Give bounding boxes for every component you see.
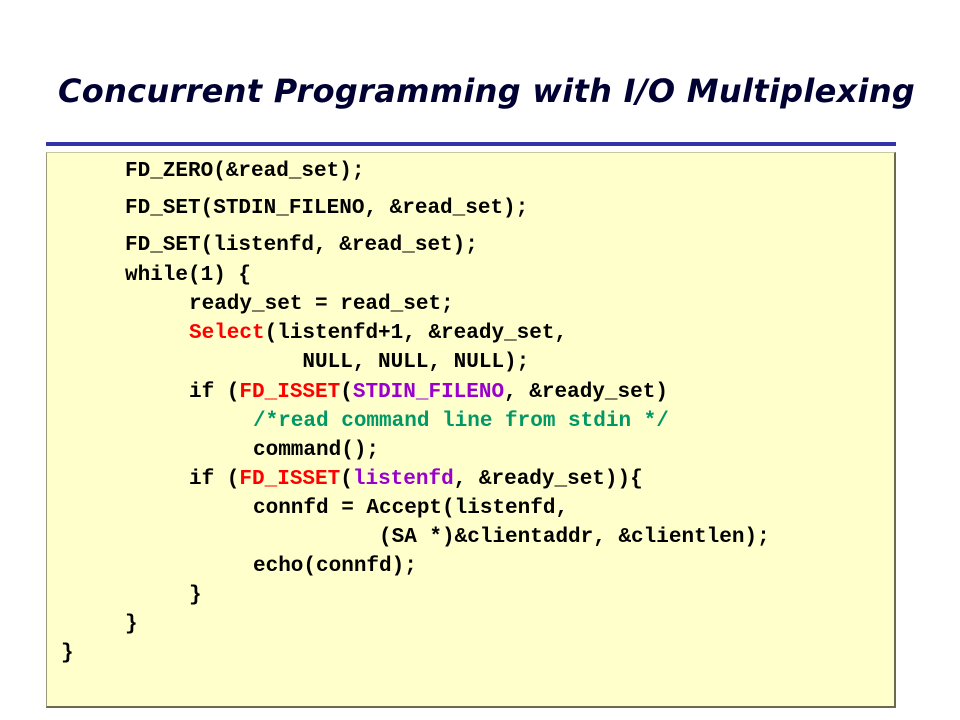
code-token: Select	[189, 322, 265, 345]
code-token: echo(connfd);	[253, 555, 417, 578]
code-token: FD_ISSET	[239, 381, 341, 404]
code-token: if (	[189, 381, 240, 404]
slide-title: Concurrent Programming with I/O Multiple…	[58, 72, 916, 110]
code-line: connfd = Accept(listenfd,	[253, 494, 568, 524]
code-token: FD_SET(listenfd, &read_set);	[125, 234, 478, 257]
code-line: ready_set = read_set;	[189, 290, 454, 320]
code-line: echo(connfd);	[253, 552, 417, 582]
code-token: /*read command line from stdin */	[253, 410, 669, 433]
code-line: }	[61, 639, 74, 669]
code-line: }	[189, 581, 202, 611]
code-token: FD_ISSET	[239, 468, 341, 491]
code-token: STDIN_FILENO	[352, 381, 505, 404]
code-token: while(1) {	[125, 264, 252, 287]
code-token: command();	[253, 439, 380, 462]
code-line: FD_ZERO(&read_set);	[125, 157, 364, 187]
code-line: FD_SET(STDIN_FILENO, &read_set);	[125, 194, 528, 224]
code-line: FD_SET(listenfd, &read_set);	[125, 231, 478, 261]
code-token: }	[61, 642, 74, 665]
code-line: if (FD_ISSET(STDIN_FILENO, &ready_set)	[189, 378, 668, 408]
code-panel: FD_ZERO(&read_set); FD_SET(STDIN_FILENO, …	[46, 152, 896, 708]
code-line: if (FD_ISSET(listenfd, &ready_set)){	[189, 465, 643, 495]
code-token: (	[340, 468, 353, 491]
code-line: }	[125, 610, 138, 640]
code-token: NULL, NULL, NULL);	[189, 351, 530, 374]
code-line: (SA *)&clientaddr, &clientlen);	[253, 523, 770, 553]
code-token: (SA *)&clientaddr, &clientlen);	[253, 526, 770, 549]
code-line: NULL, NULL, NULL);	[189, 348, 529, 378]
title-rule	[46, 142, 896, 146]
code-token: listenfd	[352, 468, 454, 491]
code-token: FD_SET(STDIN_FILENO, &read_set);	[125, 197, 529, 220]
code-line: Select(listenfd+1, &ready_set,	[189, 319, 567, 349]
code-token: connfd = Accept(listenfd,	[253, 497, 569, 520]
code-token: , &ready_set)	[504, 381, 668, 404]
code-token: , &ready_set)){	[453, 468, 643, 491]
code-token: (	[340, 381, 353, 404]
code-token: if (	[189, 468, 240, 491]
code-line: while(1) {	[125, 261, 251, 291]
code-line: /*read command line from stdin */	[253, 407, 669, 437]
code-token: }	[125, 613, 138, 636]
code-token: ready_set = read_set;	[189, 293, 454, 316]
code-token: FD_ZERO(&read_set);	[125, 160, 365, 183]
code-token: }	[189, 584, 202, 607]
code-token: (listenfd+1, &ready_set,	[264, 322, 568, 345]
code-line: command();	[253, 436, 379, 466]
